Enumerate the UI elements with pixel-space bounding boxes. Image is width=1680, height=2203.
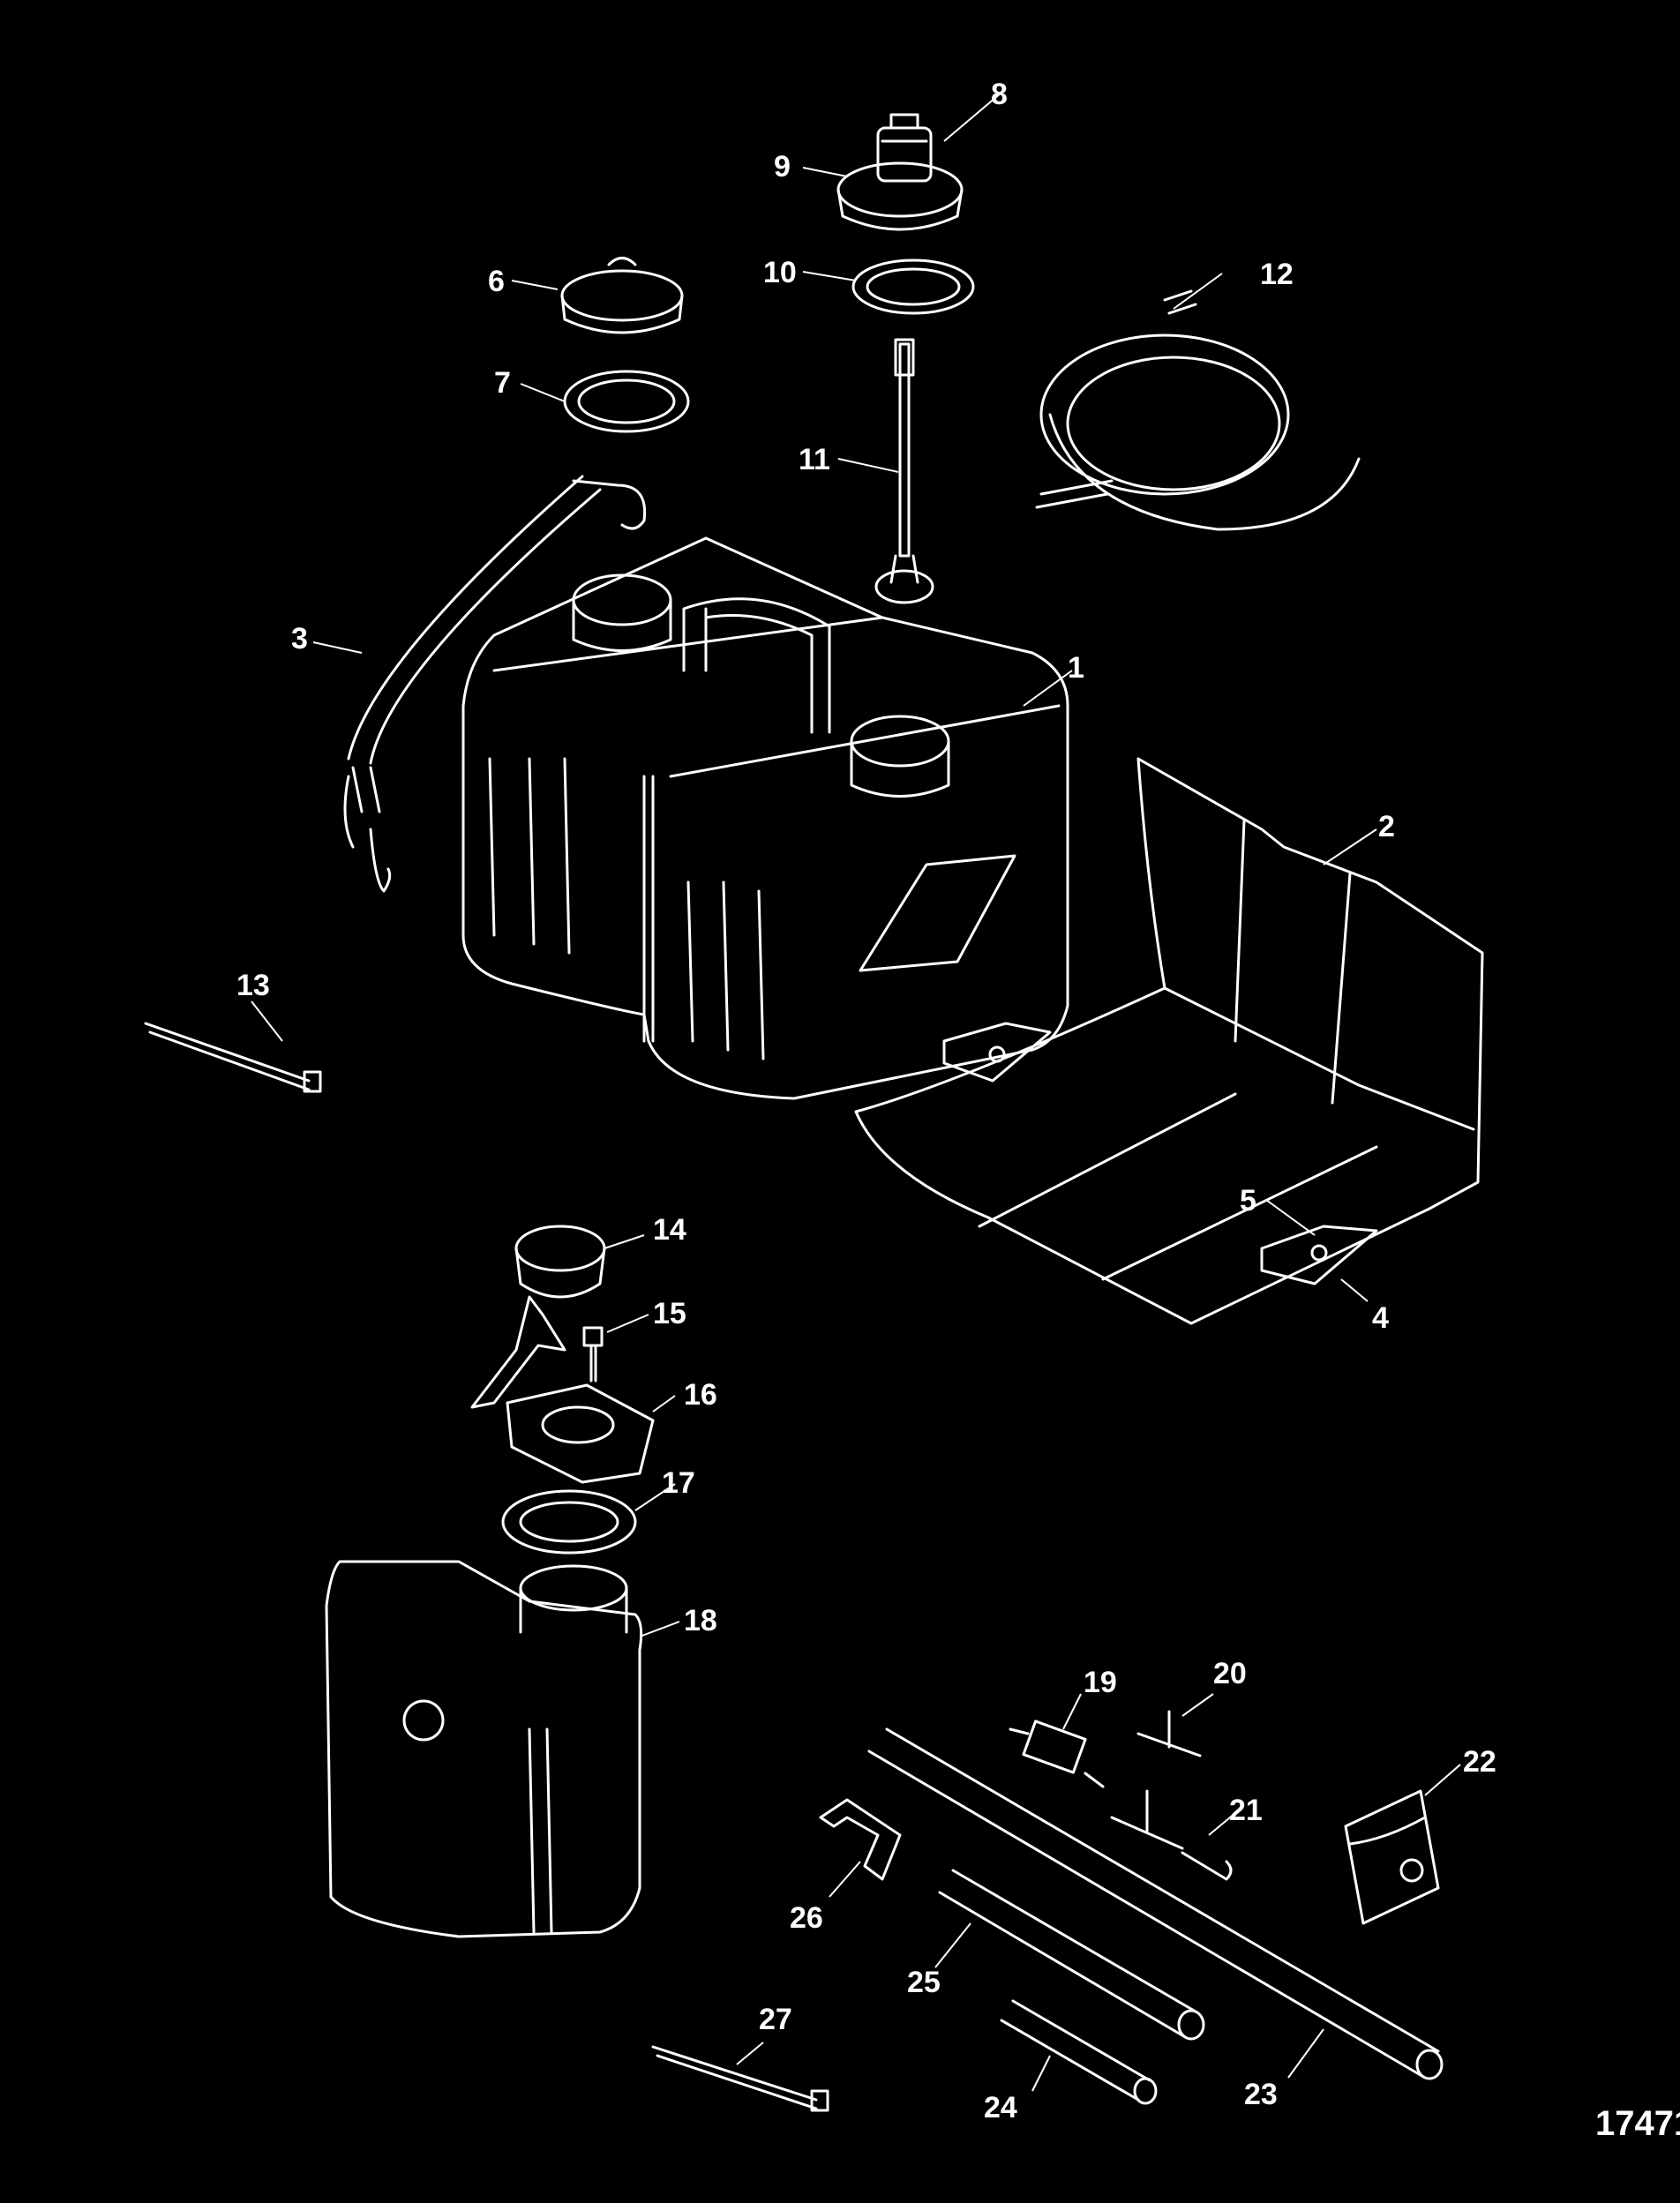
part-oil-tank	[325, 1560, 643, 1938]
callout-21: 21	[1229, 1794, 1263, 1827]
callout-26: 26	[790, 1901, 823, 1935]
callout-19: 19	[1084, 1666, 1117, 1699]
callout-22: 22	[1463, 1745, 1496, 1779]
part-flange	[506, 1383, 655, 1484]
part-grommet	[501, 1489, 637, 1555]
callout-11: 11	[799, 443, 830, 476]
callout-13: 13	[236, 969, 270, 1002]
callout-25: 25	[907, 1966, 941, 1999]
part-gasket-10	[851, 259, 975, 315]
part-tank-tray	[854, 757, 1484, 1325]
part-clip-upper	[942, 1022, 1052, 1083]
part-tray-clip	[1260, 1225, 1378, 1285]
callout-17: 17	[662, 1466, 695, 1500]
callout-14: 14	[653, 1213, 686, 1247]
callout-10: 10	[763, 256, 797, 289]
part-pickup-tube	[874, 338, 934, 604]
part-decal	[1344, 1789, 1440, 1925]
callout-27: 27	[759, 2003, 792, 2036]
part-hose-24	[1000, 1999, 1158, 2105]
callout-5: 5	[1240, 1184, 1256, 1218]
callout-9: 9	[774, 150, 791, 184]
part-inline-filter	[1009, 1720, 1105, 1788]
part-fill-cap	[560, 257, 684, 334]
part-cable-tie-27	[651, 2045, 829, 2112]
part-cable-tie-13	[144, 1022, 322, 1093]
callout-2: 2	[1378, 810, 1395, 843]
part-fuel-hose	[1035, 289, 1361, 531]
callout-8: 8	[991, 78, 1008, 111]
leader-lines	[251, 92, 1461, 2092]
callout-3: 3	[291, 622, 308, 656]
callout-4: 4	[1372, 1301, 1389, 1335]
part-tee-fitting-20	[1136, 1710, 1202, 1757]
callout-7: 7	[494, 366, 511, 400]
part-twin-fuel-tank	[461, 536, 1069, 1100]
callout-24: 24	[984, 2091, 1017, 2124]
part-hose-clip	[819, 1798, 902, 1881]
callout-18: 18	[684, 1604, 717, 1637]
part-fuel-gauge-cap	[836, 113, 964, 231]
callout-12: 12	[1260, 258, 1294, 291]
figure-number: 17471	[1595, 2104, 1680, 2143]
part-screw-15	[582, 1326, 604, 1382]
callout-16: 16	[684, 1378, 717, 1412]
part-hose-23	[867, 1727, 1444, 2080]
part-hose-25	[938, 1869, 1205, 2041]
callout-23: 23	[1244, 2078, 1278, 2111]
callout-6: 6	[488, 265, 505, 298]
callout-1: 1	[1068, 651, 1084, 685]
part-bracket	[470, 1295, 566, 1409]
part-tee-fitting-21	[1110, 1789, 1233, 1881]
callout-20: 20	[1213, 1657, 1247, 1690]
callout-15: 15	[653, 1297, 686, 1330]
part-hold-down-strap	[343, 475, 647, 893]
part-oil-cap	[514, 1225, 606, 1299]
